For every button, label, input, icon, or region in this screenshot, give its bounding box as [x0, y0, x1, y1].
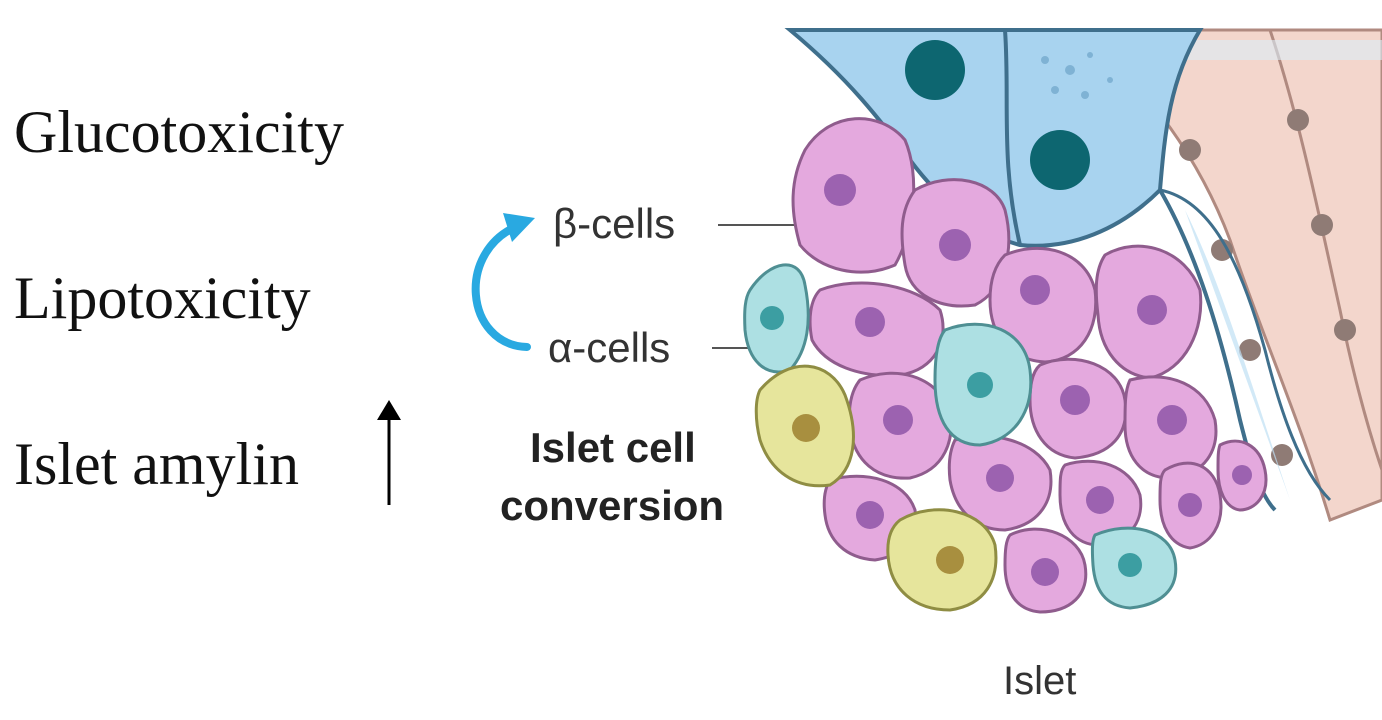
- conversion-arrow-icon: [471, 221, 531, 351]
- conversion-title-line1: Islet cell: [530, 424, 696, 471]
- islet-caption: Islet: [1003, 659, 1076, 703]
- duct-cells: [784, 28, 1332, 512]
- up-arrow-icon: [377, 400, 401, 505]
- lipotoxicity-label: Lipotoxicity: [14, 265, 311, 331]
- glucotoxicity-label: Glucotoxicity: [14, 99, 344, 165]
- alpha-cells-label: α-cells: [548, 324, 670, 371]
- conversion-title-line2: conversion: [500, 482, 724, 529]
- beta-cells-label: β-cells: [553, 200, 675, 247]
- conversion-arrowhead-icon: [503, 213, 535, 242]
- islet-amylin-label: Islet amylin: [14, 431, 299, 497]
- islet-cells: [743, 117, 1268, 614]
